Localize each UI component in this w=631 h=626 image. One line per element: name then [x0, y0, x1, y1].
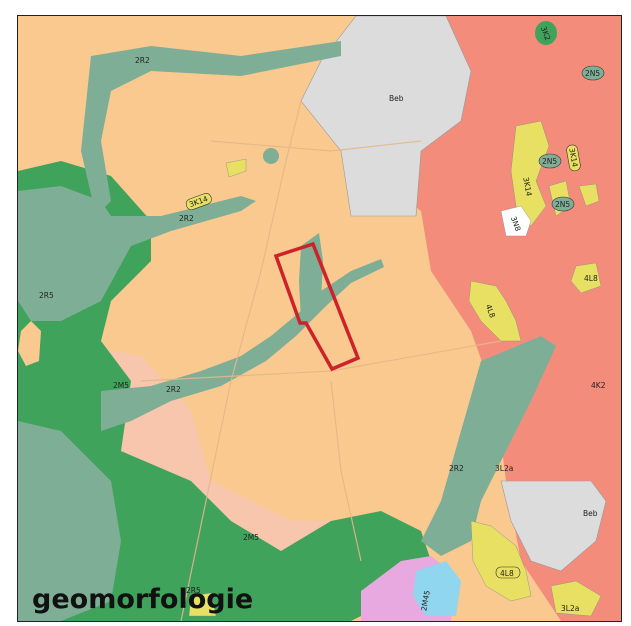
yellow-patch-f	[225, 158, 247, 178]
svg-text:2M45: 2M45	[419, 589, 432, 611]
white-patch	[500, 205, 532, 237]
badge-3k14-b: 3K14	[566, 144, 581, 172]
badge-4l8-b: 4L8	[484, 303, 497, 319]
geomorphology-map: 2R2 Beb 3K2 2N5 3K14 2N5 3K14 2N5 3N8 3K…	[18, 16, 621, 621]
yellow-patch-c	[578, 183, 600, 207]
label-2r2-right: 2R2	[449, 464, 464, 473]
label-4k2: 4K2	[591, 381, 606, 390]
label-beb-top: Beb	[389, 94, 404, 103]
label-2r5-bottom: 2R5	[186, 586, 201, 595]
badge-2n5-c-bg	[551, 196, 575, 212]
label-4l8-c: 4L8	[500, 569, 514, 578]
water-body	[413, 561, 461, 616]
badge-2n5-a-bg	[581, 65, 605, 81]
label-2m5-a: 2M5	[113, 381, 129, 390]
urban-area-top	[300, 16, 472, 217]
study-area-outline	[273, 241, 361, 372]
map-title: geomorfologie	[32, 584, 254, 615]
yellow-patch-g	[470, 520, 532, 602]
base-patch-left	[18, 321, 41, 366]
badge-4l8-c-bg	[495, 566, 521, 579]
label-2n5-b: 2N5	[542, 157, 557, 166]
yellow-patch-i	[188, 592, 217, 617]
badge-3k14-c: 3K14	[521, 176, 533, 197]
badge-2n5-b-bg	[538, 153, 562, 169]
valley-channel-southwest	[18, 421, 121, 621]
yellow-patch-a	[510, 120, 550, 227]
yellow-patch-d	[570, 262, 602, 294]
svg-text:3K14: 3K14	[567, 147, 579, 168]
label-2r2-low: 2R2	[166, 385, 181, 394]
label-4l8-a: 4L8	[584, 274, 598, 283]
label-2r2-top: 2R2	[135, 56, 150, 65]
label-3l2a-b: 3L2a	[561, 604, 579, 613]
valley-channel-east	[421, 336, 556, 556]
urban-area-bottom	[500, 480, 607, 572]
label-2n5-c: 2N5	[555, 200, 570, 209]
yellow-patch-e	[468, 280, 522, 342]
label-beb-bottom: Beb	[583, 509, 598, 518]
green-patch-b	[535, 21, 557, 45]
svg-text:4L8: 4L8	[484, 303, 497, 319]
green-patch-a	[263, 148, 279, 164]
label-2m5-b: 2M5	[243, 533, 259, 542]
label-3l2a-a: 3L2a	[495, 464, 513, 473]
valley-channel-left	[18, 186, 256, 321]
label-2r5: 2R5	[39, 291, 54, 300]
yellow-patch-h	[550, 580, 602, 617]
badge-2m45: 2M45	[419, 589, 432, 611]
label-2n5-a: 2N5	[585, 69, 600, 78]
map-frame: 2R2 Beb 3K2 2N5 3K14 2N5 3K14 2N5 3N8 3K…	[17, 15, 622, 622]
roads-layer	[140, 100, 502, 621]
valley-channel-top	[81, 41, 341, 216]
svg-text:3K14: 3K14	[521, 176, 533, 197]
forest-zone-bottom	[121, 451, 431, 621]
badge-3k14-a: 3K14	[185, 193, 212, 211]
label-2r2-mid: 2R2	[179, 214, 194, 223]
